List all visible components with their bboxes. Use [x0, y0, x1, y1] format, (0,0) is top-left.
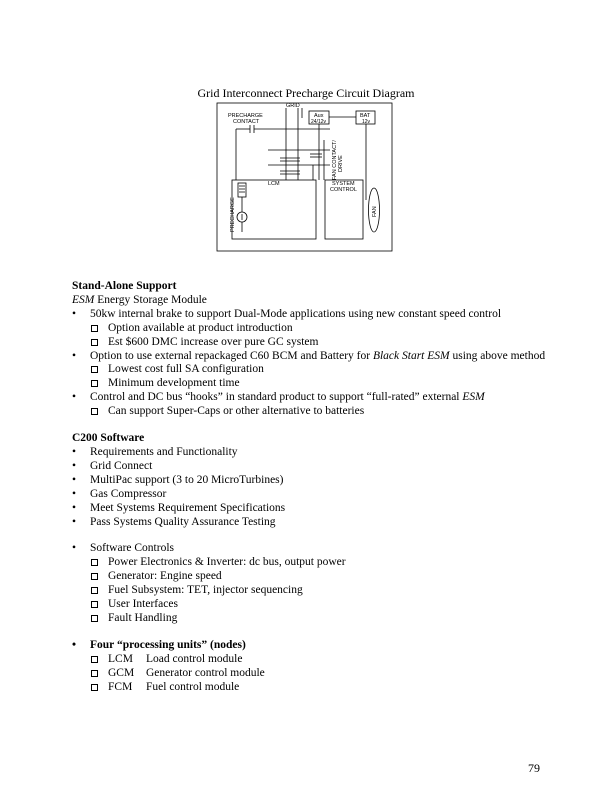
checkbox-icon [91, 380, 98, 388]
checkbox-icon [91, 573, 98, 581]
list-subitem: Lowest cost full SA configuration [72, 363, 552, 377]
fan-contact-label-2: DRIVE [338, 155, 344, 172]
list-item: Meet Systems Requirement Specifications [72, 502, 552, 516]
checkbox-icon [91, 324, 98, 332]
list-subitem: Minimum development time [72, 377, 552, 391]
list-subitem: Generator: Engine speed [72, 570, 552, 584]
fan-label: FAN [372, 206, 378, 217]
precharge-inductor [237, 182, 247, 198]
fan-symbol [368, 187, 380, 233]
list-subitem: Power Electronics & Inverter: dc bus, ou… [72, 556, 552, 570]
inductor-windings [239, 185, 245, 193]
system-control-label-2: CONTROL [330, 187, 357, 193]
grid-label: GRID [286, 103, 300, 109]
list-subitem: Fuel Subsystem: TET, injector sequencing [72, 584, 552, 598]
list-subitem: Fault Handling [72, 612, 552, 626]
bat-box [355, 110, 376, 125]
list-item: Gas Compressor [72, 488, 552, 502]
diagram-frame [216, 102, 393, 252]
bat-voltage: 12v [362, 119, 371, 125]
list-item: MultiPac support (3 to 20 MicroTurbines) [72, 474, 552, 488]
checkbox-icon [91, 338, 98, 346]
checkbox-icon [91, 559, 98, 567]
list-item-software-controls: Software Controls [72, 542, 552, 556]
checkbox-icon [91, 366, 98, 374]
aux-voltage: 24/12v [311, 119, 327, 125]
fan-contact-label-1: FAN CONTACT/ [332, 140, 338, 180]
page-content: Stand-Alone Support ESM Energy Storage M… [72, 280, 552, 694]
checkbox-icon [91, 614, 98, 622]
section-title-stand-alone: Stand-Alone Support [72, 280, 177, 292]
list-item: Grid Connect [72, 460, 552, 474]
list-subitem: User Interfaces [72, 598, 552, 612]
checkbox-icon [91, 408, 98, 416]
list-item: Option to use external repackaged C60 BC… [72, 350, 552, 364]
lcm-label: LCM [268, 181, 280, 187]
lcm-box [231, 179, 317, 240]
checkbox-icon [91, 601, 98, 609]
circuit-diagram: GRID PRECHARGE CONTACT Aux 24/12v BAT 12… [216, 102, 393, 252]
list-subitem: Option available at product introduction [72, 322, 552, 336]
system-control-box [324, 179, 364, 240]
list-item: Requirements and Functionality [72, 446, 552, 460]
checkbox-icon [91, 683, 98, 691]
list-subitem: Can support Super-Caps or other alternat… [72, 405, 552, 419]
precharge-contact-label-1: PRECHARGE [228, 113, 263, 119]
section-title-c200-software: C200 Software [72, 432, 145, 445]
checkbox-icon [91, 655, 98, 663]
list-item-processing-units: Four “processing units” (nodes) [72, 639, 552, 653]
list-item: 50kw internal brake to support Dual-Mode… [72, 308, 552, 322]
precharge-contact-label-2: CONTACT [233, 119, 260, 125]
bat-label: BAT [360, 113, 371, 119]
precharge-label: PRECHARGE [230, 197, 236, 232]
list-subitem: Est $600 DMC increase over pure GC syste… [72, 336, 552, 350]
diagram-title: Grid Interconnect Precharge Circuit Diag… [197, 86, 415, 100]
list-item: Control and DC bus “hooks” in standard p… [72, 391, 552, 405]
system-control-label-1: SYSTEM [332, 181, 355, 187]
aux-label: Aux [314, 113, 324, 119]
checkbox-icon [91, 587, 98, 595]
list-item: Pass Systems Quality Assurance Testing [72, 516, 552, 530]
section-subtitle-esm: ESM Energy Storage Module [72, 293, 207, 306]
checkbox-icon [91, 669, 98, 677]
page-number: 79 [528, 761, 540, 775]
